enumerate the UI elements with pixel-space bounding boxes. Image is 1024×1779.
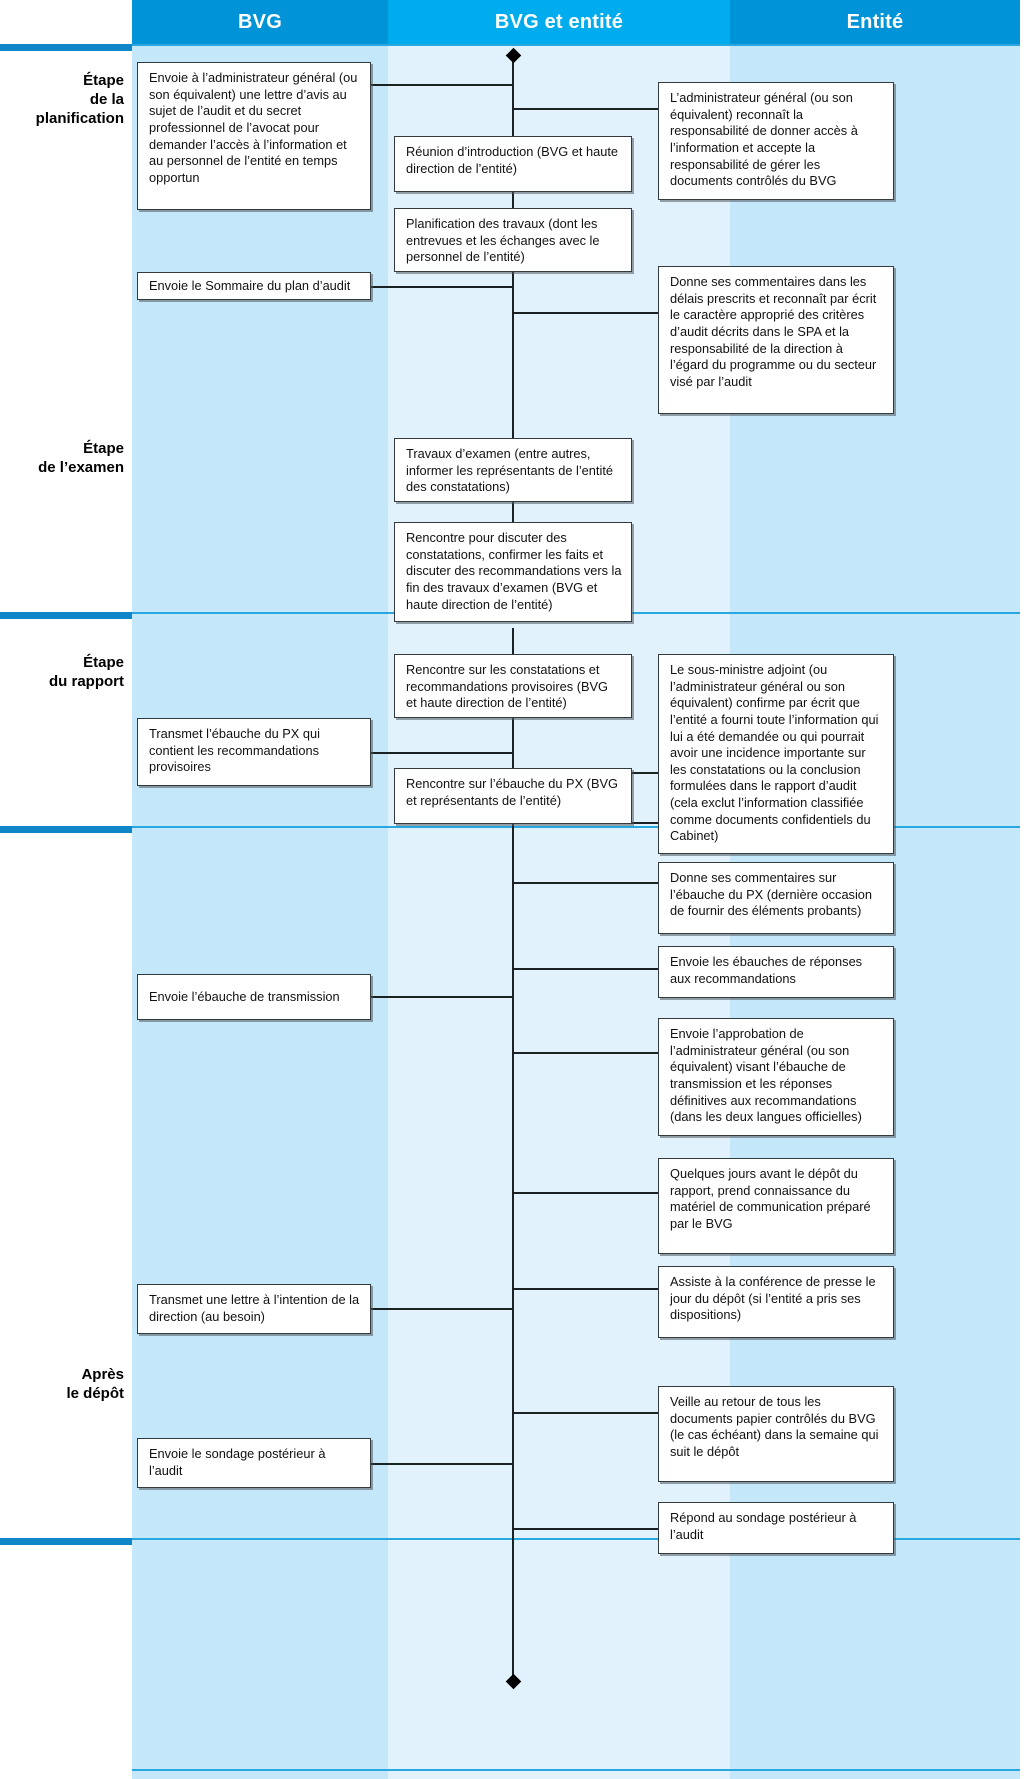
stage-separator-line-planification <box>132 44 1020 46</box>
box-reunion-introduction[interactable]: Réunion d’introduction (BVG et haute dir… <box>394 136 632 192</box>
stage-separator-bar-rapport <box>0 826 132 833</box>
connector-spine-to-b19 <box>512 1288 658 1290</box>
connector-spine-to-b22 <box>512 1528 658 1530</box>
box-rencontre-discuter[interactable]: Rencontre pour discuter des constatation… <box>394 522 632 622</box>
column-header-bvg-entite-label: BVG et entité <box>494 10 624 33</box>
connector-b10-to-spine <box>371 752 514 754</box>
stage-label-planification-line2: de la <box>89 90 124 108</box>
stage-label-planification-line3: planification <box>35 109 124 127</box>
connector-spine-to-b20 <box>512 1412 658 1414</box>
stage-label-examen: Étape de l’examen <box>0 440 124 478</box>
stage-label-planification: Étape de la planification <box>0 72 124 128</box>
connector-spine-to-b17 <box>512 1192 658 1194</box>
box-commentaires-delais[interactable]: Donne ses commentaires dans les délais p… <box>658 266 894 414</box>
box-rencontre-constatations[interactable]: Rencontre sur les constatations et recom… <box>394 654 632 718</box>
box-admin-reconnait[interactable]: L’administrateur général (ou son équival… <box>658 82 894 200</box>
box-repond-sondage[interactable]: Répond au sondage postérieur à l’audit <box>658 1502 894 1554</box>
stage-separator-line-depot <box>132 1538 1020 1540</box>
column-header-bvg: BVG <box>132 0 388 44</box>
spine-segment-6 <box>512 824 514 1364</box>
box-approbation-admin[interactable]: Envoie l’approbation de l’administrateur… <box>658 1018 894 1136</box>
box-materiel-communication[interactable]: Quelques jours avant le dépôt du rapport… <box>658 1158 894 1254</box>
box-transmet-ebauche-px[interactable]: Transmet l’ébauche du PX qui contient le… <box>137 718 371 786</box>
connector-b21-to-spine <box>371 1463 514 1465</box>
box-travaux-examen[interactable]: Travaux d’examen (entre autres, informer… <box>394 438 632 502</box>
box-conference-presse[interactable]: Assiste à la conférence de presse le jou… <box>658 1266 894 1338</box>
stage-separator-bar-examen <box>0 612 132 619</box>
stage-label-rapport-line2: du rapport <box>49 672 124 690</box>
bottom-rule <box>132 1769 1020 1771</box>
spine-segment-5 <box>512 718 514 768</box>
stage-separator-bar-planification <box>0 44 132 51</box>
column-header-entite: Entité <box>730 0 1020 44</box>
box-commentaires-ebauche[interactable]: Donne ses commentaires sur l’ébauche du … <box>658 862 894 934</box>
connector-b15-to-spine <box>371 996 514 998</box>
stage-label-depot: Après le dépôt <box>0 1366 124 1404</box>
spine-segment-2 <box>512 326 514 450</box>
connector-spine-to-b6 <box>512 312 658 314</box>
connector-b18-to-spine <box>371 1308 514 1310</box>
connector-b1-to-spine <box>371 84 514 86</box>
column-header-bvg-entite: BVG et entité <box>388 0 730 44</box>
spine-segment-7 <box>512 1364 514 1682</box>
connector-spine-to-b14 <box>512 968 658 970</box>
stage-label-depot-line2: le dépôt <box>66 1384 124 1402</box>
box-sommaire-plan[interactable]: Envoie le Sommaire du plan d’audit <box>137 272 371 300</box>
connector-spine-to-b3 <box>512 108 658 110</box>
column-band-bvg <box>132 44 388 1779</box>
box-lettre-avis[interactable]: Envoie à l’administrateur général (ou so… <box>137 62 371 210</box>
stage-label-examen-line1: Étape <box>83 440 124 457</box>
stage-label-depot-line1: Après <box>81 1366 124 1383</box>
column-header-entite-label: Entité <box>846 10 904 33</box>
stage-separator-bar-depot <box>0 1538 132 1545</box>
box-ebauche-transmission[interactable]: Envoie l’ébauche de transmission <box>137 974 371 1020</box>
stage-label-rapport: Étape du rapport <box>0 654 124 692</box>
connector-b5-to-spine <box>371 286 514 288</box>
box-rencontre-ebauche-px[interactable]: Rencontre sur l’ébauche du PX (BVG et re… <box>394 768 632 824</box>
box-veille-retour[interactable]: Veille au retour de tous les documents p… <box>658 1386 894 1482</box>
stage-label-rapport-line1: Étape <box>83 654 124 671</box>
stage-label-planification-line1: Étape <box>83 72 124 89</box>
spine-segment-4 <box>512 628 514 656</box>
connector-b12-to-b11-h1 <box>630 772 660 774</box>
stage-separator-line-rapport <box>132 826 1020 828</box>
box-sous-ministre-confirme[interactable]: Le sous-ministre adjoint (ou l’administr… <box>658 654 894 854</box>
column-header-bvg-label: BVG <box>238 10 282 33</box>
stage-label-examen-line2: de l’examen <box>38 458 124 476</box>
box-lettre-direction[interactable]: Transmet une lettre à l’intention de la … <box>137 1284 371 1334</box>
box-ebauches-reponses[interactable]: Envoie les ébauches de réponses aux reco… <box>658 946 894 998</box>
box-sondage-posterieur[interactable]: Envoie le sondage postérieur à l’audit <box>137 1438 371 1488</box>
connector-spine-to-b16 <box>512 1052 658 1054</box>
connector-spine-to-b13 <box>512 882 658 884</box>
spine-segment-3 <box>512 500 514 524</box>
box-planification-travaux[interactable]: Planification des travaux (dont les entr… <box>394 208 632 272</box>
